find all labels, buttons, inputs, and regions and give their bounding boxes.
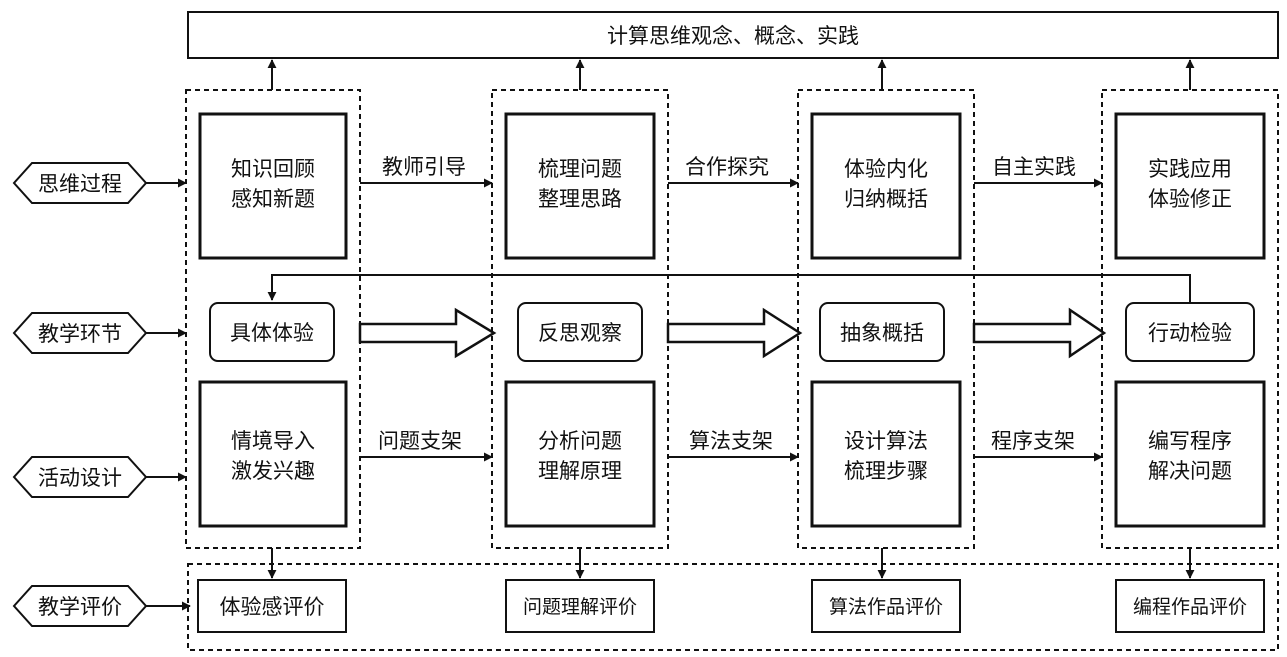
thinking-box-3-line1: 体验内化 [844, 157, 928, 181]
thinking-box-2-line1: 梳理问题 [538, 157, 622, 181]
activity-box-1-line1: 情境导入 [231, 429, 315, 453]
activity-box-1-line2: 激发兴趣 [231, 459, 315, 483]
teaching-box-2-label: 反思观察 [538, 321, 622, 345]
row-label-teaching: 教学环节 [12, 312, 148, 354]
activity-box-4: 编写程序 解决问题 [1114, 380, 1266, 528]
evaluation-box-1-label: 体验感评价 [220, 595, 325, 619]
row-label-teaching-text: 教学环节 [38, 322, 122, 346]
top-banner: 计算思维观念、概念、实践 [187, 11, 1279, 59]
evaluation-box-3: 算法作品评价 [811, 579, 961, 633]
activity-box-4-line2: 解决问题 [1148, 459, 1232, 483]
activity-arrow-label-2: 算法支架 [689, 429, 773, 453]
evaluation-box-2: 问题理解评价 [505, 579, 655, 633]
row-label-thinking-text: 思维过程 [38, 172, 122, 196]
block-arrows [358, 307, 1107, 359]
activity-box-3-line2: 梳理步骤 [844, 459, 928, 483]
evaluation-container [187, 563, 1279, 651]
row-label-activity-text: 活动设计 [38, 466, 122, 490]
activity-arrow-label-3: 程序支架 [991, 429, 1075, 453]
thinking-box-1-line1: 知识回顾 [231, 157, 315, 181]
thinking-box-4-line1: 实践应用 [1148, 157, 1232, 181]
feedback-loop [267, 274, 1191, 303]
evaluation-box-3-label: 算法作品评价 [829, 596, 943, 618]
entry-arrows [146, 178, 191, 611]
teaching-box-3-label: 抽象概括 [840, 321, 924, 345]
down-arrows [267, 548, 1195, 579]
thinking-box-3: 体验内化 归纳概括 [810, 112, 962, 260]
teaching-box-2: 反思观察 [517, 302, 643, 362]
activity-box-2-line1: 分析问题 [538, 429, 622, 453]
teaching-box-1: 具体体验 [209, 302, 335, 362]
thinking-arrow-label-3: 自主实践 [992, 155, 1076, 179]
activity-box-1: 情境导入 激发兴趣 [198, 380, 348, 528]
row-label-activity: 活动设计 [12, 456, 148, 498]
thinking-box-3-line2: 归纳概括 [844, 187, 928, 211]
teaching-box-3: 抽象概括 [819, 302, 945, 362]
activity-arrow-label-1: 问题支架 [378, 429, 462, 453]
thinking-arrow-label-2: 合作探究 [685, 155, 769, 179]
activity-box-2: 分析问题 理解原理 [504, 380, 656, 528]
up-arrows [267, 59, 1195, 90]
teaching-box-4-label: 行动检验 [1148, 321, 1232, 345]
thinking-box-4-line2: 体验修正 [1148, 187, 1232, 211]
thinking-box-2-line2: 整理思路 [538, 187, 622, 211]
thinking-box-4: 实践应用 体验修正 [1114, 112, 1266, 260]
row-label-evaluation: 教学评价 [12, 585, 148, 627]
evaluation-box-2-label: 问题理解评价 [523, 596, 637, 618]
evaluation-box-4: 编程作品评价 [1115, 579, 1265, 633]
activity-box-4-line1: 编写程序 [1148, 429, 1232, 453]
row-label-thinking: 思维过程 [12, 162, 148, 204]
thinking-arrow-label-1: 教师引导 [382, 155, 466, 179]
evaluation-box-4-label: 编程作品评价 [1133, 596, 1247, 618]
activity-box-3: 设计算法 梳理步骤 [810, 380, 962, 528]
thinking-box-2: 梳理问题 整理思路 [504, 112, 656, 260]
evaluation-box-1: 体验感评价 [197, 579, 347, 633]
activity-box-3-line1: 设计算法 [844, 429, 928, 453]
thinking-box-1: 知识回顾 感知新题 [198, 112, 348, 260]
thinking-box-1-line2: 感知新题 [231, 187, 315, 211]
activity-box-2-line2: 理解原理 [538, 459, 622, 483]
teaching-box-4: 行动检验 [1125, 302, 1255, 362]
row-label-evaluation-text: 教学评价 [38, 595, 122, 619]
teaching-box-1-label: 具体体验 [230, 321, 314, 345]
top-banner-title: 计算思维观念、概念、实践 [607, 24, 859, 48]
